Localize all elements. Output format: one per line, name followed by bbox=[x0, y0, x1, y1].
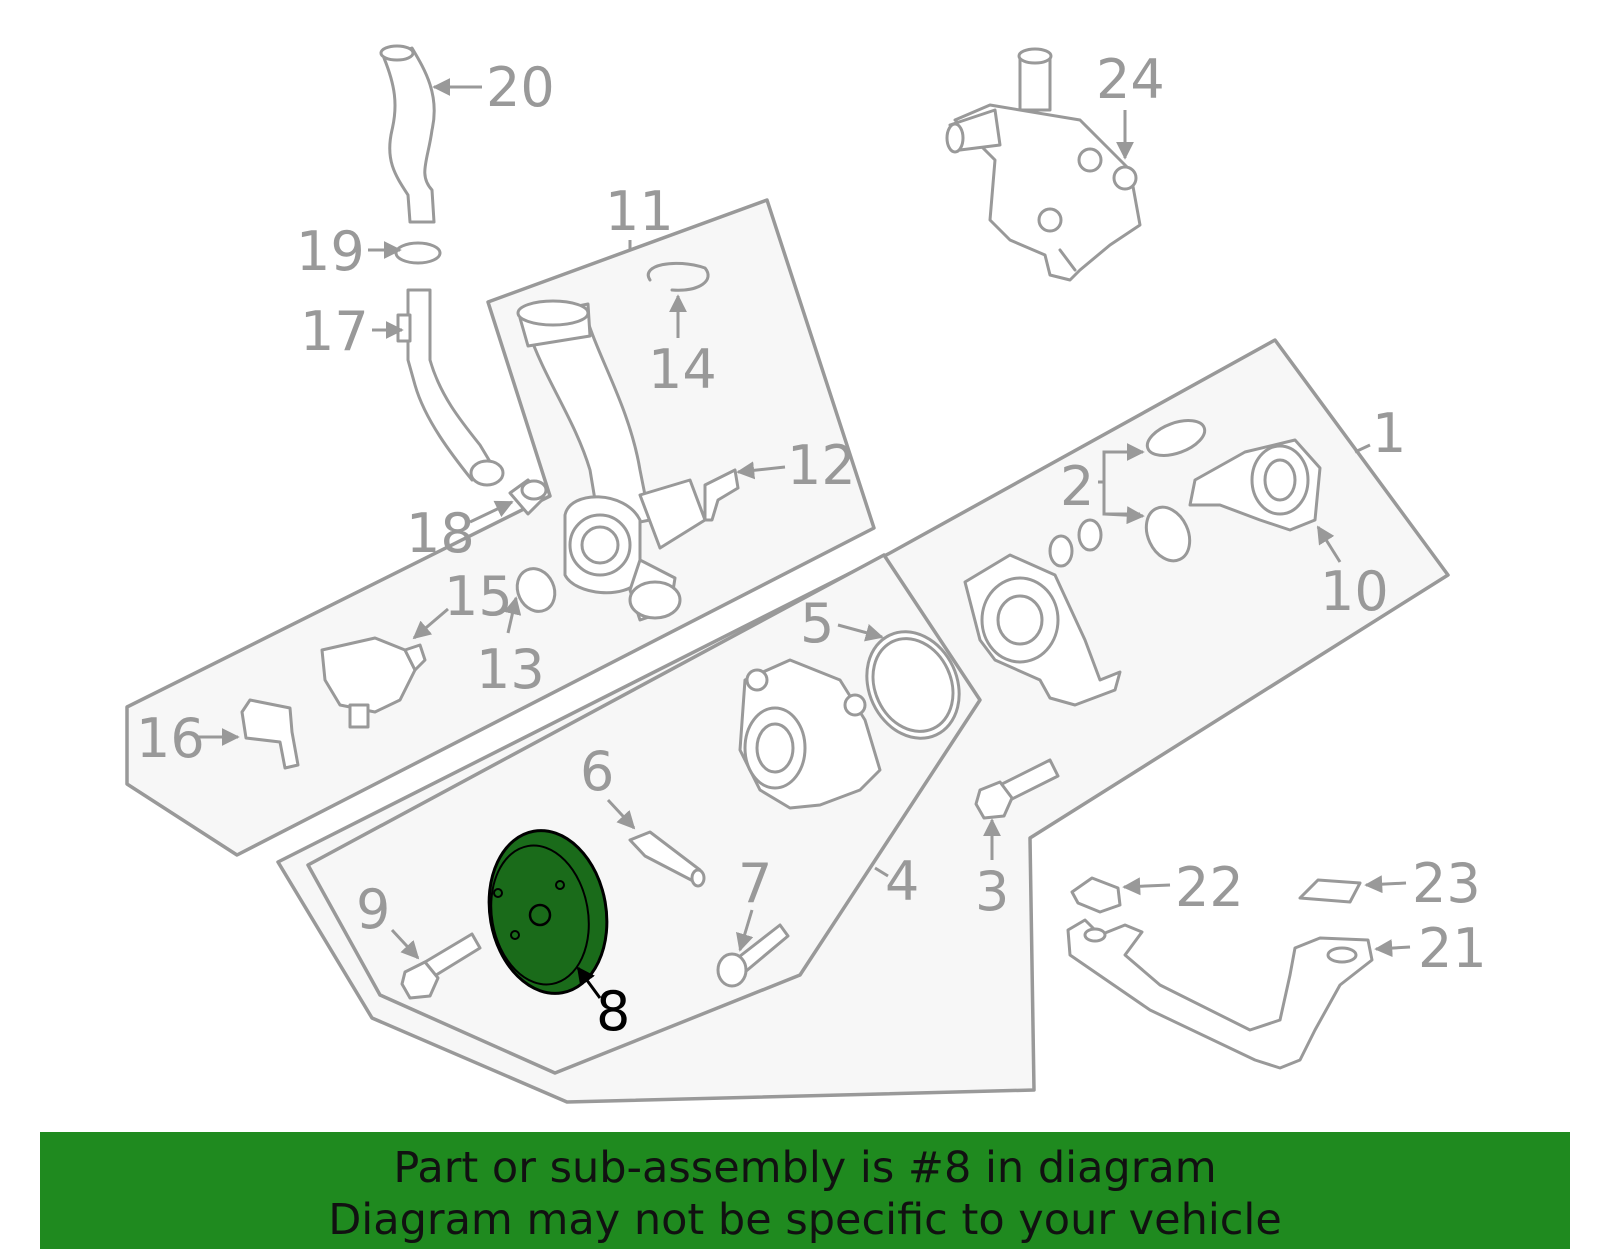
part-6-stud bbox=[628, 830, 706, 888]
part-24-electric-water-pump bbox=[945, 47, 1142, 282]
part-15-sensor bbox=[320, 636, 427, 729]
part-4-water-pump bbox=[738, 658, 882, 810]
part-22-gasket bbox=[1070, 876, 1122, 914]
part-12-bracket bbox=[703, 468, 740, 522]
callout-19: 19 bbox=[296, 220, 365, 283]
callout-22: 22 bbox=[1175, 856, 1244, 919]
callout-4: 4 bbox=[885, 850, 919, 913]
leader-22 bbox=[1122, 877, 1171, 896]
part-14-clip bbox=[646, 261, 710, 292]
small-o-ring-a bbox=[1048, 534, 1074, 568]
part-3-bolt bbox=[974, 758, 1060, 820]
callout-20: 20 bbox=[486, 56, 555, 119]
callout-21: 21 bbox=[1418, 917, 1487, 980]
leader-9 bbox=[390, 928, 420, 960]
part-16-bracket bbox=[240, 698, 300, 770]
callout-17: 17 bbox=[300, 300, 369, 363]
leader-7 bbox=[736, 909, 754, 952]
callout-10: 10 bbox=[1320, 560, 1389, 623]
leader-2-arrow-b bbox=[1103, 506, 1145, 525]
callout-7: 7 bbox=[738, 852, 772, 915]
small-o-ring-b bbox=[1077, 518, 1103, 552]
callout-2: 2 bbox=[1060, 455, 1094, 518]
callout-16: 16 bbox=[136, 707, 205, 770]
leader-23 bbox=[1364, 875, 1407, 894]
leader-18 bbox=[469, 500, 514, 524]
callout-13: 13 bbox=[476, 638, 545, 701]
part-21-bracket bbox=[1066, 918, 1374, 1070]
callout-5: 5 bbox=[800, 592, 834, 655]
callout-6: 6 bbox=[580, 740, 614, 803]
part-23-gasket bbox=[1298, 878, 1362, 904]
callout-1: 1 bbox=[1372, 402, 1406, 465]
callout-24: 24 bbox=[1096, 48, 1165, 111]
part-1-housing-block bbox=[963, 553, 1122, 707]
callout-23: 23 bbox=[1412, 852, 1481, 915]
part-5-gasket-inner bbox=[871, 637, 955, 733]
banner-line-1: Part or sub-assembly is #8 in diagram bbox=[393, 1143, 1217, 1193]
leader-6 bbox=[606, 798, 636, 830]
leader-12 bbox=[736, 461, 786, 480]
part-5-gasket bbox=[865, 630, 961, 740]
leader-8 bbox=[576, 966, 602, 999]
part-10-thermostat-housing bbox=[1188, 438, 1322, 532]
callout-12: 12 bbox=[787, 434, 856, 497]
part-18-plug bbox=[508, 478, 548, 516]
leader-15 bbox=[412, 607, 449, 640]
part-7-bolt bbox=[716, 923, 790, 988]
banner-line-2: Diagram may not be specific to your vehi… bbox=[328, 1195, 1282, 1245]
callout-14: 14 bbox=[648, 338, 717, 401]
callout-8: 8 bbox=[596, 980, 630, 1043]
callout-15: 15 bbox=[444, 565, 513, 628]
callout-3: 3 bbox=[975, 860, 1009, 923]
callout-11: 11 bbox=[605, 180, 674, 243]
callout-9: 9 bbox=[356, 878, 390, 941]
leader-5 bbox=[837, 623, 884, 642]
leader-4 bbox=[874, 866, 889, 878]
leader-10 bbox=[1316, 525, 1342, 563]
part-2-o-ring-lower bbox=[1144, 505, 1192, 563]
part-11-outlet-pipe bbox=[516, 299, 707, 622]
callout-18: 18 bbox=[406, 502, 475, 565]
leader-1 bbox=[1354, 443, 1371, 454]
part-17-pipe bbox=[396, 288, 505, 487]
panel-upper-left-group bbox=[125, 198, 876, 857]
leader-21 bbox=[1374, 939, 1411, 958]
part-2-o-ring-upper bbox=[1145, 419, 1207, 457]
part-19-ring bbox=[394, 241, 442, 265]
part-9-bolt bbox=[400, 932, 482, 1000]
part-20-upper-hose bbox=[379, 44, 436, 224]
leader-13 bbox=[503, 596, 522, 634]
info-banner: Part or sub-assembly is #8 in diagram Di… bbox=[40, 1132, 1570, 1249]
